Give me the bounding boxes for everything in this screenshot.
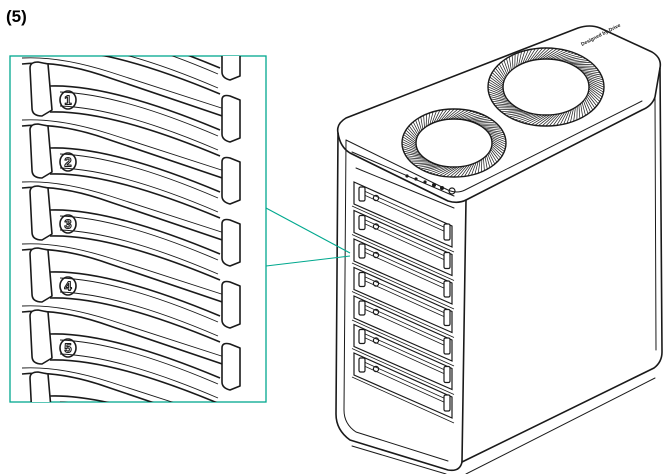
- bay-number: 1: [64, 93, 71, 108]
- zoom-leader-lines: [265, 207, 351, 267]
- step-label: (5): [6, 7, 27, 26]
- enclosure-side: [461, 67, 663, 463]
- bay-number: 4: [64, 279, 72, 294]
- enclosure-front: [335, 132, 467, 472]
- device-bay: [351, 352, 455, 424]
- zoom-drive-bays: 1 2 3 4 5: [21, 56, 241, 402]
- zoom-bay: [21, 371, 154, 402]
- zoom-bay: 5: [21, 309, 241, 402]
- device-bay: [351, 266, 455, 338]
- bay-number: 2: [64, 155, 71, 170]
- bay-number-badge: [59, 214, 77, 234]
- zoom-bay: 1: [21, 61, 241, 177]
- device-bay: [351, 181, 455, 253]
- enclosure: [335, 25, 663, 474]
- enclosure-top: [336, 25, 662, 204]
- fan-right: [487, 47, 605, 127]
- bay-number: 5: [64, 341, 71, 356]
- device-bay: [351, 323, 455, 395]
- fan-left: [401, 108, 507, 178]
- bay-number-badge: [59, 338, 77, 358]
- zoom-bay: 2: [21, 123, 241, 239]
- device-bay: [351, 238, 455, 310]
- bay-number-badge: [59, 276, 77, 296]
- device-drive-bays: [351, 181, 455, 424]
- device-bay: [351, 209, 455, 281]
- zoom-bay: 4: [21, 247, 241, 363]
- bay-number-badge: [59, 90, 77, 110]
- bay-number: 3: [64, 217, 71, 232]
- status-leds: [405, 174, 456, 195]
- zoom-bay: 3: [21, 185, 241, 301]
- zoom-bay: [21, 56, 241, 115]
- device-bay: [351, 295, 455, 367]
- bay-number-badge: [59, 152, 77, 172]
